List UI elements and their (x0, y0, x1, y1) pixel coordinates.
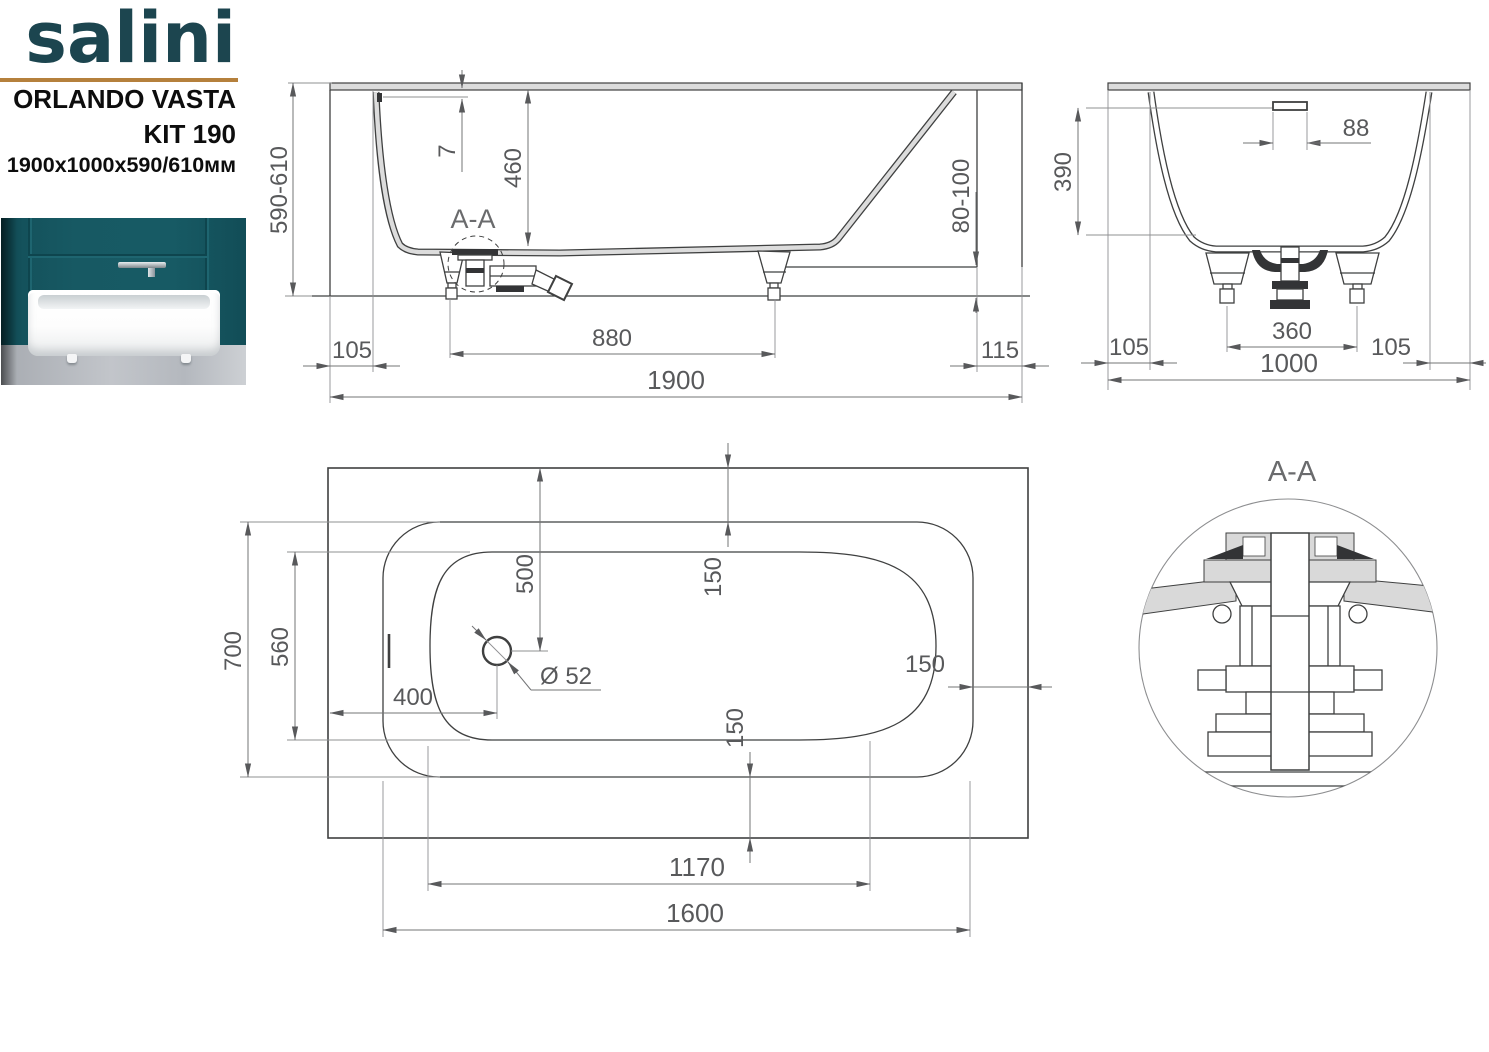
brand-logo: salini (25, 0, 236, 79)
photo-wall-panel-line (28, 218, 30, 346)
detail-view: A-A (1138, 456, 1438, 798)
product-dimensions: 1900x1000x590/610мм (6, 152, 236, 177)
side-drain-assembly (452, 249, 574, 302)
dim-end-offset-left: 105 (1109, 334, 1149, 361)
photo-bathtub-bowl (38, 295, 210, 309)
dim-offset-left: 105 (332, 337, 372, 364)
photo-bathtub (28, 290, 220, 356)
dim-basin-width: 560 (267, 627, 294, 667)
detail-circle (1138, 498, 1438, 798)
dim-end-offset-right: 105 (1371, 334, 1411, 361)
end-drain-assembly (1252, 246, 1328, 309)
dim-margin-bottom: 150 (722, 708, 749, 748)
dim-inner-depth: 460 (500, 148, 527, 188)
dim-opening-length: 1600 (666, 898, 724, 928)
dim-overall-width: 1000 (1260, 348, 1318, 378)
dim-foot-clearance: 80-100 (948, 159, 975, 234)
section-callout-circle (447, 235, 505, 293)
end-view: 88 390 360 105 105 1000 (1050, 82, 1486, 390)
brand-accent-rule (0, 78, 238, 83)
dim-overflow-drop: 7 (434, 144, 461, 157)
dim-drain-from-left: 400 (393, 684, 433, 711)
detail-title: A-A (1268, 456, 1317, 488)
dim-drain-diameter: Ø 52 (540, 663, 592, 690)
dim-overall-length: 1900 (647, 365, 705, 395)
dim-margin-top: 150 (700, 557, 727, 597)
dim-basin-length: 1170 (669, 852, 725, 882)
dim-end-inner-depth: 390 (1050, 152, 1077, 192)
dim-end-feet-spacing: 360 (1272, 318, 1312, 345)
photo-shadow (1, 218, 17, 385)
photo-faucet (118, 262, 166, 268)
dim-overall-height: 590-610 (266, 146, 293, 234)
section-label: A-A (450, 204, 495, 234)
plan-view: Ø 52 700 560 500 150 150 150 400 (220, 443, 1052, 937)
dim-margin-right: 150 (905, 651, 945, 678)
photo-faucet-spout (148, 268, 155, 277)
side-view: A-A 590-610 7 460 80-100 880 105 115 19 (266, 70, 1049, 403)
dim-offset-right: 115 (981, 337, 1019, 364)
product-name: ORLANDO VASTA (13, 84, 236, 115)
product-kit: KIT 190 (143, 118, 237, 149)
dim-feet-spacing: 880 (592, 325, 632, 352)
photo-wall-panel-line (28, 254, 207, 256)
dim-overflow-width: 88 (1343, 115, 1370, 142)
photo-bathtub-foot (181, 354, 191, 363)
brand-block: salini ORLANDO VASTA KIT 190 1900x1000x5… (0, 0, 240, 179)
product-photo (1, 218, 246, 385)
dim-opening-width: 700 (220, 631, 247, 671)
photo-bathtub-foot (67, 354, 77, 363)
photo-wall-panel-line (205, 218, 207, 346)
dim-drain-from-top: 500 (512, 554, 539, 594)
overflow-opening (1272, 101, 1308, 111)
